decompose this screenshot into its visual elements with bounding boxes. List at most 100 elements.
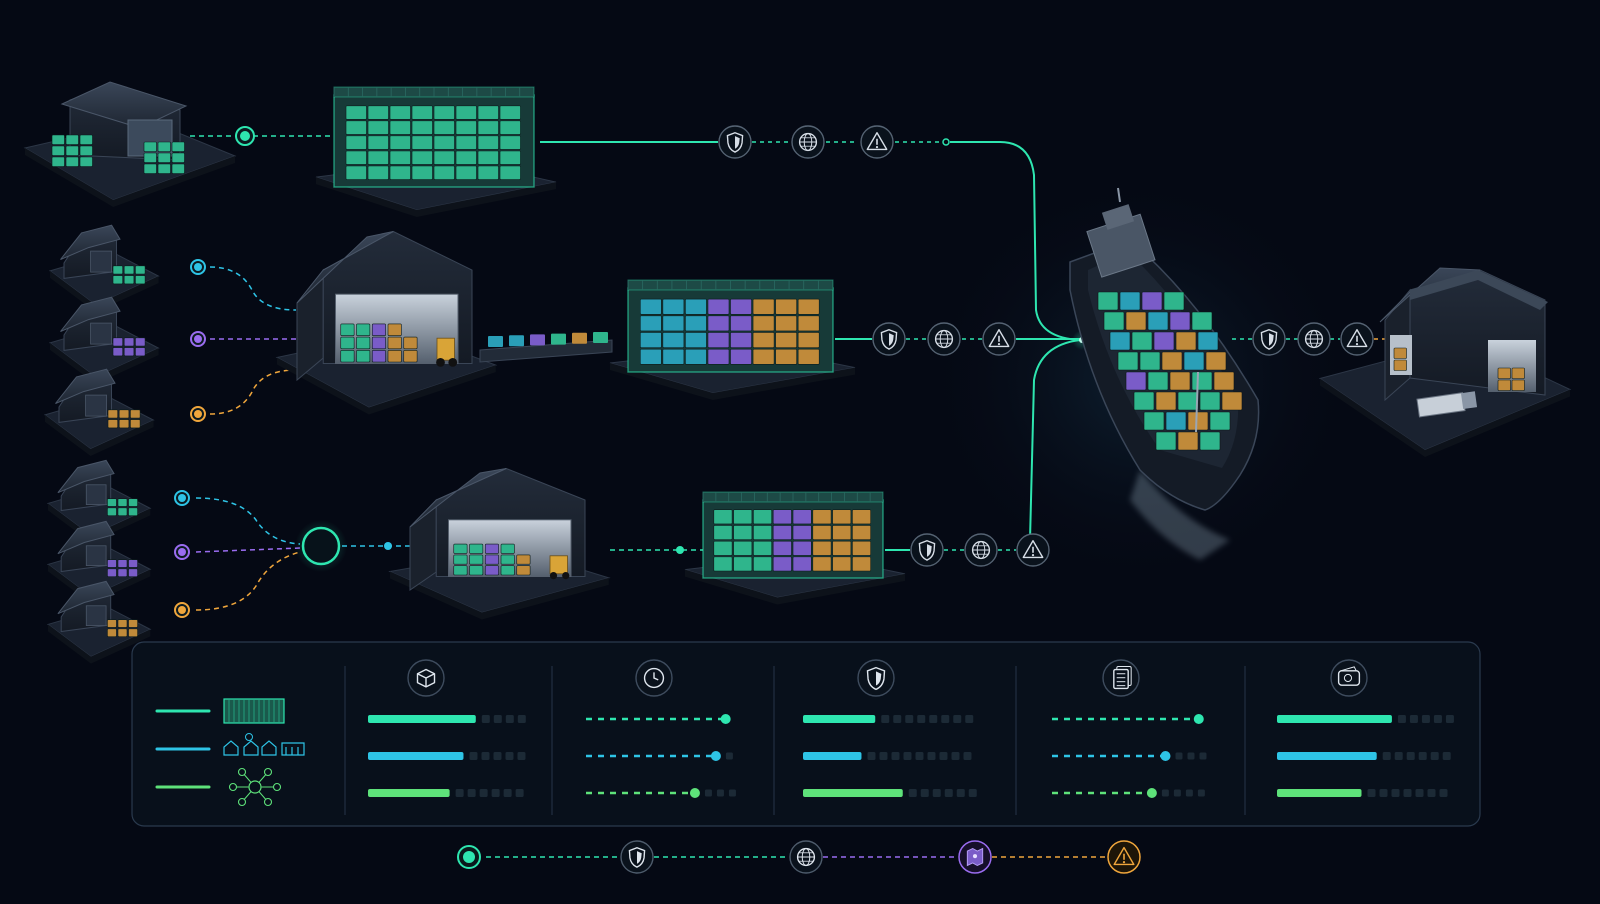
wallet-metric-icon[interactable] (1330, 659, 1368, 697)
ship-container (1141, 291, 1163, 311)
metric-bar-track (1161, 789, 1169, 797)
cargo-crate (433, 120, 455, 135)
ground-platform-edge (316, 177, 556, 217)
cargo-crate (792, 540, 812, 556)
ground-platform-edge (48, 624, 151, 664)
cargo-crate (685, 315, 707, 332)
ship-container (1143, 411, 1165, 431)
cargo-crate (143, 141, 157, 152)
document-icon (1113, 668, 1129, 690)
cargo-crate (685, 298, 707, 315)
cargo-crate (753, 525, 773, 540)
metric-bar-track (491, 789, 500, 797)
metric-bar-fill[interactable] (803, 789, 903, 797)
container-bottom (684, 491, 906, 605)
flow-line (195, 547, 301, 553)
cargo-crate (775, 348, 797, 365)
cargo-crate (639, 315, 662, 332)
cargo-crate (639, 332, 662, 348)
bottom-chain (457, 840, 1141, 874)
ground-platform-edge (390, 571, 609, 620)
metric-bar-fill[interactable] (803, 752, 862, 760)
metric-slider-knob[interactable] (720, 714, 731, 724)
ship-container (1191, 311, 1213, 331)
metric-slider-knob[interactable] (689, 788, 700, 798)
metric-bar-track (1418, 752, 1427, 760)
node-dot (384, 542, 392, 550)
node-dot-core (178, 606, 186, 614)
cargo-crate (484, 543, 499, 554)
wallet-icon-flap (1340, 666, 1357, 672)
cargo-crate (387, 349, 402, 363)
cargo-crate (157, 163, 171, 174)
metric-slider-knob[interactable] (1146, 788, 1157, 798)
shield-icon-fill (889, 333, 894, 346)
metric-bar-fill[interactable] (1277, 715, 1392, 723)
cargo-crate (65, 156, 79, 167)
cargo-crate (130, 419, 141, 429)
cargo-crate (345, 120, 367, 135)
cargo-crate (128, 559, 138, 568)
metric-slider-knob[interactable] (1193, 714, 1204, 724)
conveyor-crate (551, 333, 566, 345)
metric-bar-fill[interactable] (803, 715, 876, 723)
flow-line-to-ship (950, 141, 1081, 341)
warehouse-eave (1410, 270, 1548, 310)
metric-bar-fill[interactable] (368, 715, 476, 723)
cargo-crate (453, 543, 468, 554)
cargo-crate (753, 509, 773, 525)
cargo-crate (707, 348, 730, 365)
node-dot (676, 546, 684, 554)
ship-container (1177, 431, 1199, 451)
warehouse-door (85, 605, 107, 626)
node-dot-core (194, 410, 202, 418)
consolidation-hub[interactable] (301, 526, 341, 566)
cargo-crate (107, 628, 117, 637)
ship-container (1161, 351, 1183, 371)
metric-bar-track (1403, 789, 1412, 797)
metric-bar-track (915, 752, 924, 760)
cargo-crate (775, 298, 797, 315)
supplier-sheds-middle (43, 224, 160, 456)
cargo-crate (792, 556, 812, 572)
metric-bar-track (517, 715, 526, 723)
cargo-crate (455, 105, 477, 120)
metric-bar-fill[interactable] (368, 752, 464, 760)
metric-bar-track (963, 752, 972, 760)
hub-icon (245, 733, 253, 741)
cargo-crate (340, 336, 355, 350)
cargo-crate (1393, 359, 1407, 371)
warehouse-roof (1379, 267, 1481, 323)
metric-bar-fill[interactable] (1277, 789, 1362, 797)
flow-line (209, 266, 297, 311)
warehouse-roof (57, 580, 115, 615)
cargo-crate (123, 265, 135, 275)
cargo-crate (477, 150, 499, 165)
cargo-crate (662, 332, 685, 348)
cargo-crate (685, 348, 707, 365)
ship-bridge-top (1101, 204, 1135, 230)
map-icon-pin (972, 854, 978, 859)
cargo-crate (135, 265, 146, 275)
metric-bar-track (1379, 789, 1388, 797)
metric-bar-track (905, 715, 914, 723)
cargo-crate (730, 348, 752, 365)
house-icon (223, 740, 239, 756)
metric-bar-track (917, 715, 926, 723)
cargo-crate (112, 337, 123, 347)
warehouse-roof (57, 520, 115, 555)
cargo-crate (772, 509, 792, 525)
metric-bar-fill[interactable] (368, 789, 450, 797)
cargo-crate (123, 275, 135, 285)
metric-slider-knob[interactable] (1160, 751, 1171, 761)
ship-container (1221, 391, 1243, 411)
cargo-crate (772, 540, 792, 556)
warning-icon (1346, 329, 1368, 348)
warehouse-door (85, 484, 107, 505)
metric-bar-fill[interactable] (1277, 752, 1377, 760)
ship-container (1117, 351, 1139, 371)
cargo-crate (752, 348, 775, 365)
cargo-crate (387, 336, 402, 350)
cargo-crate (117, 507, 128, 516)
metric-slider-knob[interactable] (710, 751, 721, 761)
